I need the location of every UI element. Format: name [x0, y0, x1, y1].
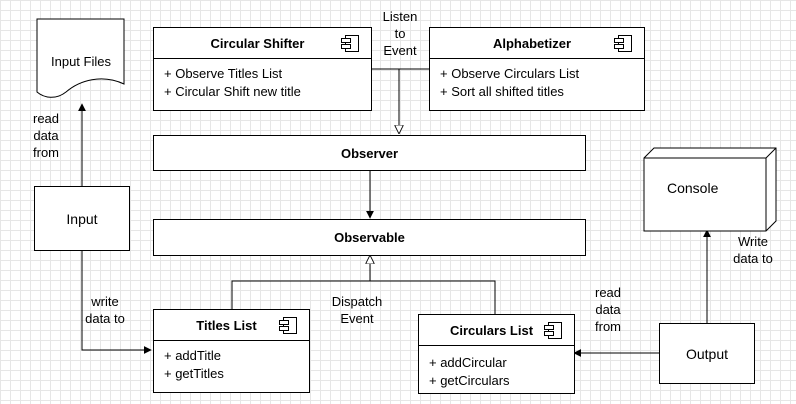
method-item: + getCirculars — [429, 373, 510, 388]
edge-label-read-data-from-left: read data from — [32, 111, 60, 160]
edge-label-write-data-to-right: Write data to — [733, 234, 773, 266]
edge-titles-list-dispatch — [231, 280, 496, 314]
component-icon — [614, 35, 632, 52]
edge-label-listen-to-event: Listen to Event — [382, 9, 418, 58]
alphabetizer-title: Alphabetizer — [430, 28, 644, 59]
method-item: + getTitles — [164, 366, 224, 381]
circular-shifter-methods: + Observe Titles List + Circular Shift n… — [164, 65, 301, 101]
input-label: Input — [66, 210, 98, 227]
circular-shifter-title: Circular Shifter — [154, 28, 371, 59]
edge-input-to-titles-list — [81, 251, 152, 354]
output-box[interactable]: Output — [659, 323, 755, 384]
edge-label-dispatch-event: Dispatch Event — [331, 294, 383, 326]
component-icon — [544, 322, 562, 339]
circulars-list-methods: + addCircular + getCirculars — [429, 354, 510, 390]
observable-label: Observable — [334, 230, 405, 245]
alphabetizer-methods: + Observe Circulars List + Sort all shif… — [440, 65, 579, 101]
output-label: Output — [685, 345, 729, 362]
input-files-label: Input Files — [51, 54, 111, 69]
method-item: + Circular Shift new title — [164, 84, 301, 99]
edge-label-read-data-from-right: read data from — [594, 285, 622, 334]
alphabetizer-component[interactable]: Alphabetizer + Observe Circulars List + … — [429, 27, 645, 111]
titles-list-methods: + addTitle + getTitles — [164, 347, 224, 383]
method-item: + Observe Titles List — [164, 66, 283, 81]
circulars-list-title: Circulars List — [419, 315, 574, 346]
component-icon — [341, 35, 359, 52]
method-item: + Observe Circulars List — [440, 66, 580, 81]
edge-label-write-data-to-left: write data to — [85, 294, 125, 326]
component-icon — [279, 317, 297, 334]
circular-shifter-component[interactable]: Circular Shifter + Observe Titles List +… — [153, 27, 372, 111]
console-node-icon — [643, 147, 777, 232]
observable-box[interactable]: Observable — [153, 219, 586, 256]
method-item: + addCircular — [429, 355, 507, 370]
observer-label: Observer — [340, 145, 399, 161]
method-item: + addTitle — [164, 348, 221, 363]
console-label: Console — [667, 180, 719, 196]
input-box[interactable]: Input — [34, 186, 130, 251]
input-files-document-icon — [36, 18, 125, 98]
circulars-list-component[interactable]: Circulars List + addCircular + getCircul… — [418, 314, 575, 394]
observer-box[interactable]: Observer — [153, 135, 586, 171]
titles-list-title: Titles List — [154, 310, 309, 341]
titles-list-component[interactable]: Titles List + addTitle + getTitles — [153, 309, 310, 393]
method-item: + Sort all shifted titles — [440, 84, 564, 99]
